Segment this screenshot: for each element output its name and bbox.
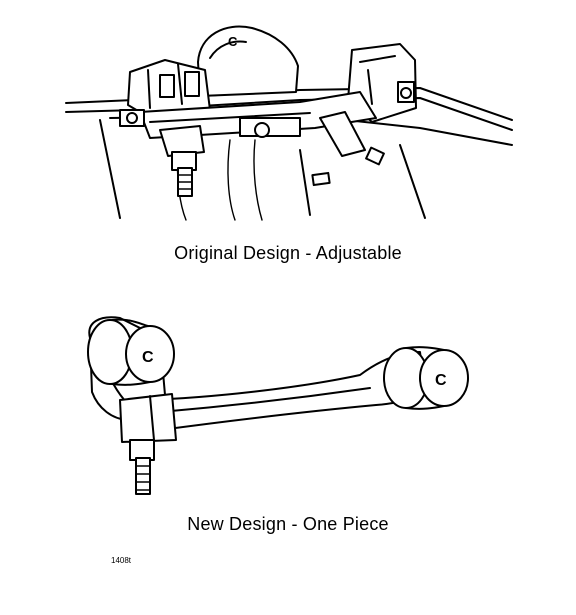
svg-text:C: C: [435, 372, 447, 389]
svg-text:C: C: [142, 349, 154, 366]
small-clip: [311, 171, 331, 187]
left-bushing: C: [87, 318, 175, 386]
ball-joint-stud: [159, 125, 205, 197]
upper-mount: C: [197, 25, 299, 97]
left-nut: [119, 109, 145, 127]
new-ball-joint: [119, 393, 177, 495]
new-design-illustration: C C: [87, 316, 469, 495]
original-design-illustration: C: [65, 25, 513, 221]
figure-reference-number: 1408t: [111, 556, 132, 565]
caption-new-design: New Design - One Piece: [187, 514, 389, 534]
right-bushing: C: [383, 346, 469, 410]
svg-text:C: C: [228, 34, 238, 49]
caption-original-design: Original Design - Adjustable: [174, 243, 402, 263]
left-bracket: [127, 59, 211, 119]
